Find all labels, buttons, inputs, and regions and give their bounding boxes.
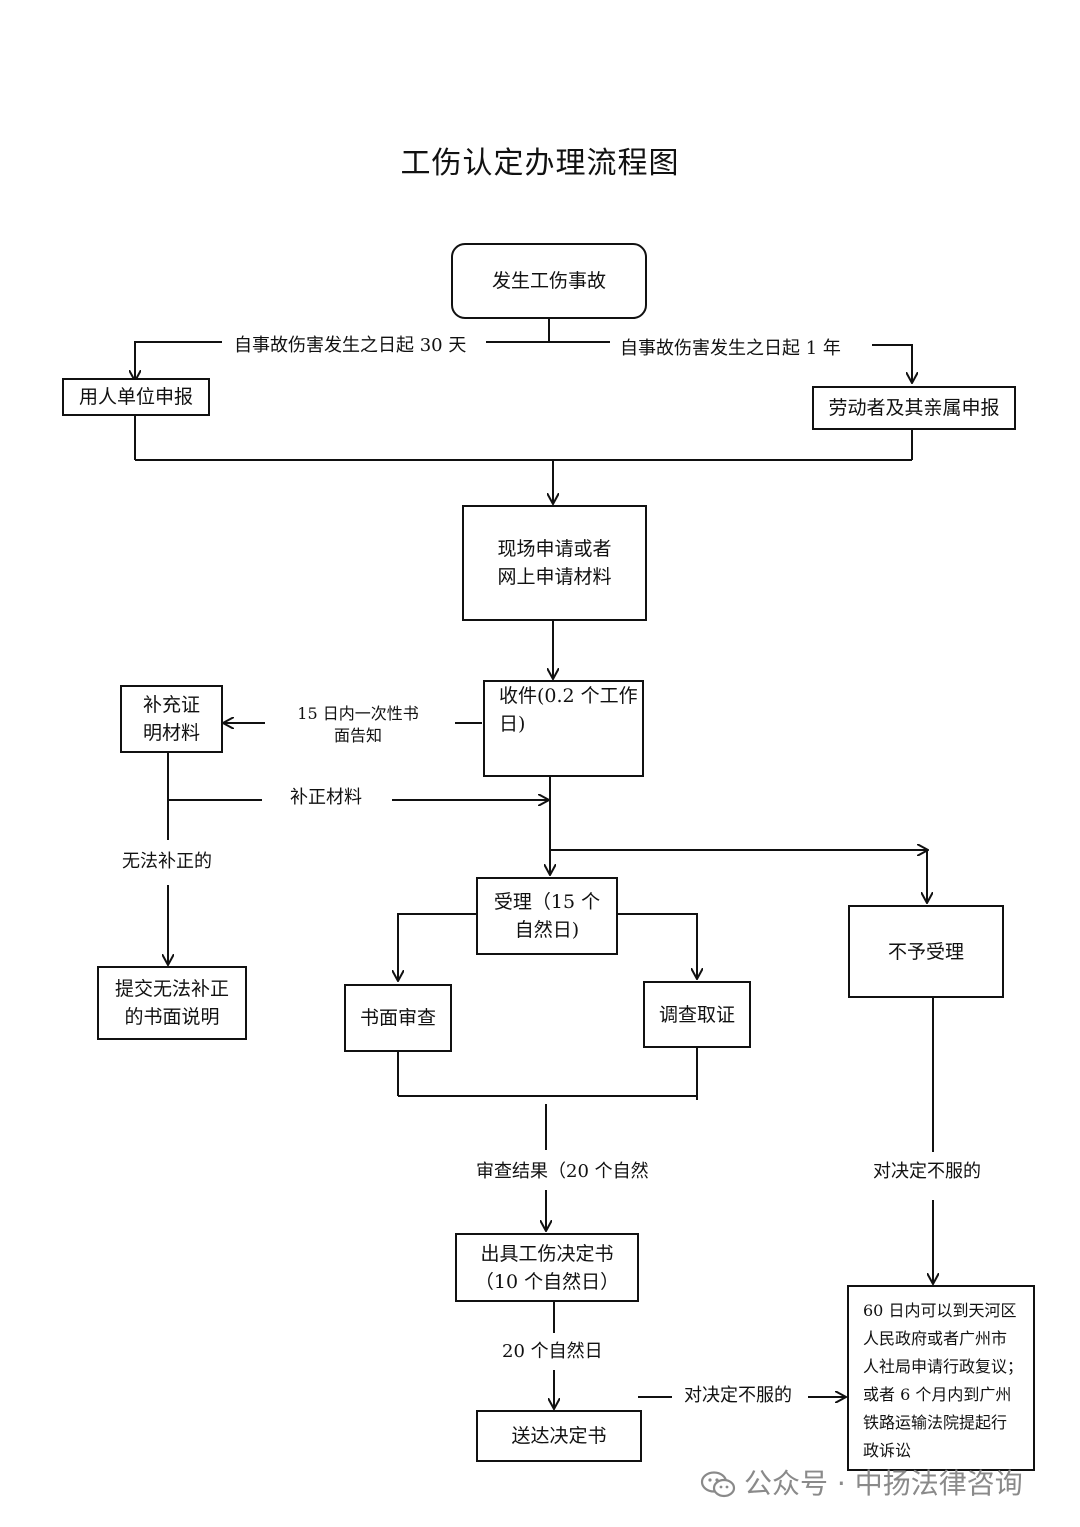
node-submit-explain: 提交无法补正 的书面说明	[97, 966, 247, 1040]
node-reject-label: 不予受理	[887, 940, 964, 963]
node-appeal-line6: 政诉讼	[863, 1441, 912, 1460]
node-accident: 发生工伤事故	[451, 243, 647, 319]
node-appeal-line3: 人社局申请行政复议；	[863, 1357, 1024, 1376]
label-notify-line2: 面告知	[333, 726, 382, 745]
node-written-review: 书面审查	[344, 984, 452, 1052]
label-notify-line1: 15 日内一次性书	[297, 704, 419, 723]
label-notify-once: 15 日内一次性书 面告知	[290, 703, 426, 747]
node-receive: 收件(0.2 个工作 日)	[483, 680, 644, 777]
node-receive-line1: 收件(0.2 个工作	[499, 685, 638, 707]
label-employer-deadline: 自事故伤害发生之日起 30 天	[234, 334, 467, 358]
label-worker-deadline: 自事故伤害发生之日起 1 年	[620, 337, 841, 361]
node-supplement-line2: 明材料	[142, 722, 200, 744]
node-worker-report: 劳动者及其亲属申报	[812, 386, 1016, 430]
node-receive-line2: 日)	[499, 713, 526, 735]
node-apply-line2: 网上申请材料	[497, 566, 612, 588]
node-issue-line2: （10 个自然日）	[474, 1270, 620, 1293]
node-accept-line1: 受理（15 个	[493, 891, 601, 913]
node-apply-line1: 现场申请或者	[497, 538, 612, 560]
node-appeal-line1: 60 日内可以到天河区	[863, 1301, 1017, 1320]
node-appeal-line5: 铁路运输法院提起行	[863, 1413, 1008, 1432]
node-investigate-label: 调查取证	[658, 1003, 735, 1026]
node-apply-materials: 现场申请或者 网上申请材料	[462, 505, 647, 621]
node-deliver-decision: 送达决定书	[476, 1410, 642, 1462]
node-accident-label: 发生工伤事故	[491, 270, 606, 292]
node-employer-report: 用人单位申报	[62, 378, 210, 416]
node-worker-report-label: 劳动者及其亲属申报	[828, 397, 1000, 419]
node-issue-line1: 出具工伤决定书	[480, 1242, 614, 1265]
node-employer-report-label: 用人单位申报	[78, 386, 193, 408]
node-appeal-line4: 或者 6 个月内到广州	[863, 1385, 1012, 1404]
label-disagree-bottom: 对决定不服的	[684, 1384, 792, 1408]
label-cannot-correct: 无法补正的	[122, 850, 212, 874]
node-accept-line2: 自然日)	[514, 919, 580, 941]
node-accept: 受理（15 个 自然日)	[476, 877, 618, 955]
label-review-result: 审查结果（20 个自然	[476, 1160, 649, 1184]
page-title: 工伤认定办理流程图	[400, 146, 680, 181]
node-issue-decision: 出具工伤决定书 （10 个自然日）	[455, 1233, 639, 1302]
node-appeal-line2: 人民政府或者广州市	[863, 1329, 1008, 1348]
node-appeal-options: 60 日内可以到天河区 人民政府或者广州市 人社局申请行政复议； 或者 6 个月…	[847, 1285, 1035, 1471]
watermark-text: 公众号 · 中扬法律咨询	[744, 1467, 1023, 1500]
watermark: 公众号 · 中扬法律咨询	[700, 1462, 1023, 1502]
node-deliver-label: 送达决定书	[511, 1425, 607, 1447]
node-submit-line2: 的书面说明	[124, 1006, 220, 1028]
node-supplement: 补充证 明材料	[120, 685, 223, 753]
arrow-to-investigate	[617, 913, 697, 978]
arrow-to-employer	[135, 341, 222, 380]
node-supplement-line1: 补充证	[142, 694, 200, 716]
label-twenty-days: 20 个自然日	[502, 1340, 603, 1364]
arrow-to-written-review	[398, 913, 476, 980]
wechat-icon	[700, 1471, 736, 1498]
label-correct-materials: 补正材料	[290, 786, 362, 810]
label-disagree-right: 对决定不服的	[873, 1160, 981, 1184]
arrow-to-worker	[872, 344, 912, 382]
node-investigate: 调查取证	[643, 981, 751, 1048]
node-written-review-label: 书面审查	[359, 1007, 436, 1029]
node-submit-line1: 提交无法补正	[114, 978, 229, 1000]
node-reject: 不予受理	[848, 905, 1004, 998]
